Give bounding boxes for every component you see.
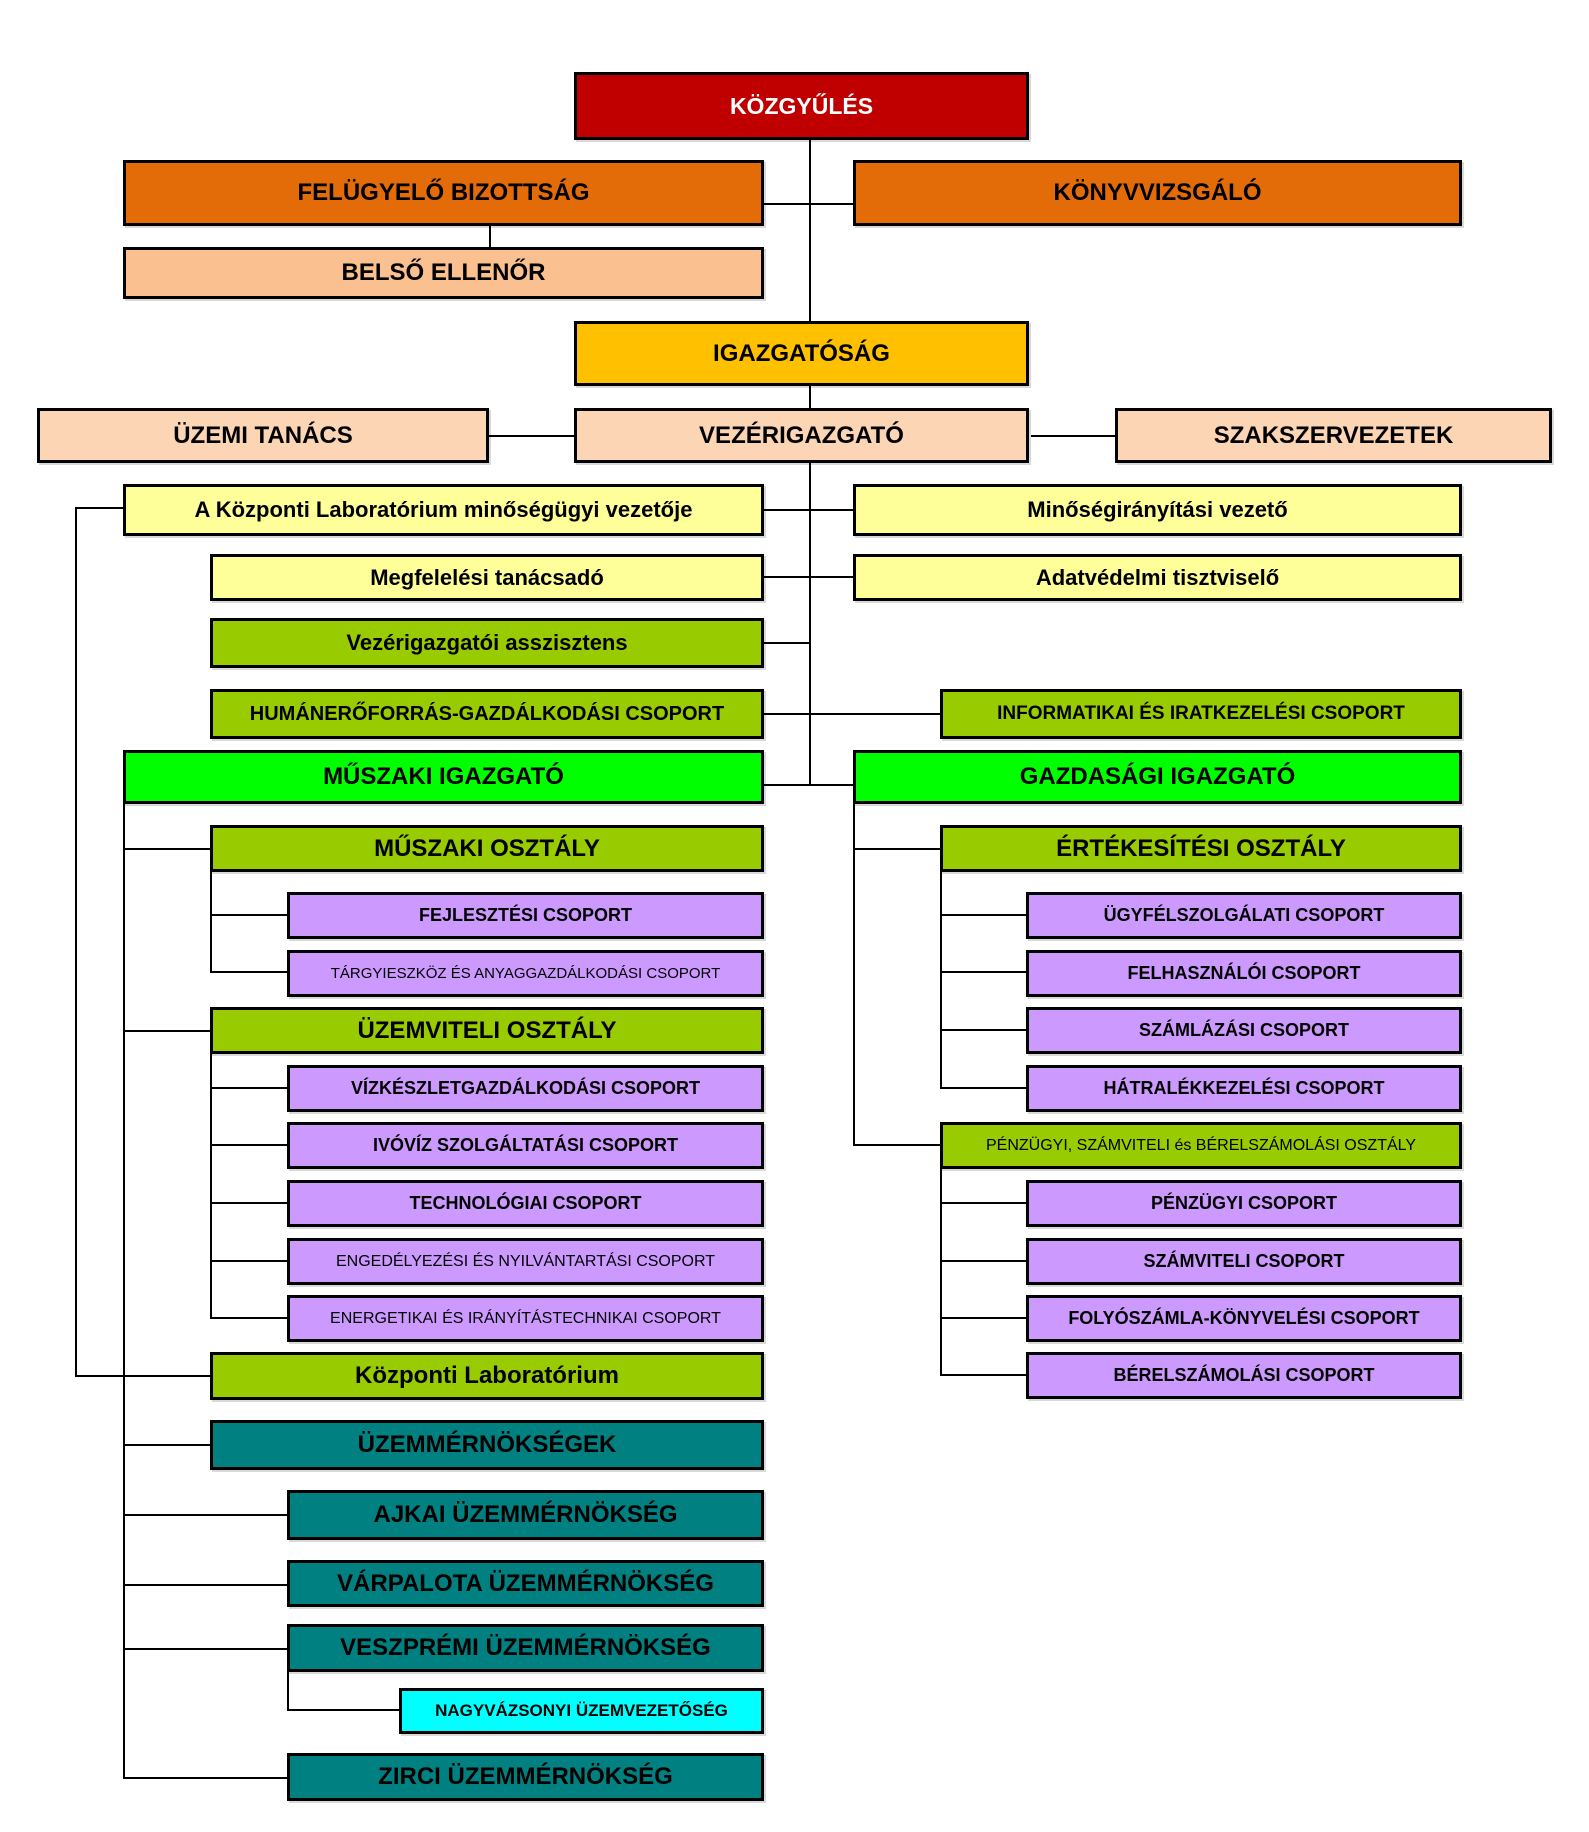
- humaneroforras-box: HUMÁNERŐFORRÁS-GAZDÁLKODÁSI CSOPORT: [210, 689, 764, 739]
- connector: [210, 871, 212, 973]
- connector: [210, 914, 288, 916]
- connector: [489, 225, 491, 250]
- connector: [123, 1648, 288, 1650]
- connector: [763, 203, 854, 205]
- connector: [940, 1260, 1026, 1262]
- energetikai-csoport-box: ENERGETIKAI ÉS IRÁNYÍTÁSTECHNIKAI CSOPOR…: [287, 1295, 764, 1342]
- kozponti-lab-minosegugyi-box: A Központi Laboratórium minőségügyi veze…: [123, 484, 764, 536]
- informatikai-box: INFORMATIKAI ÉS IRATKEZELÉSI CSOPORT: [940, 689, 1462, 739]
- connector: [853, 1144, 941, 1146]
- connector: [940, 1167, 942, 1376]
- connector: [940, 971, 1026, 973]
- megfelelesi-tanacsado-box: Megfelelési tanácsadó: [210, 554, 764, 601]
- connector: [210, 1260, 288, 1262]
- fejlesztesi-csoport-box: FEJLESZTÉSI CSOPORT: [287, 892, 764, 939]
- belso-ellenor-box: BELSŐ ELLENŐR: [123, 247, 764, 299]
- connector: [763, 713, 942, 715]
- connector: [75, 507, 77, 1377]
- connector: [210, 1053, 212, 1319]
- uzemmernoksegek-box: ÜZEMMÉRNÖKSÉGEK: [210, 1420, 764, 1470]
- technologiai-csoport-box: TECHNOLÓGIAI CSOPORT: [287, 1180, 764, 1227]
- ugyfelszolgalati-csoport-box: ÜGYFÉLSZOLGÁLATI CSOPORT: [1026, 892, 1462, 939]
- ivoviz-csoport-box: IVÓVÍZ SZOLGÁLTATÁSI CSOPORT: [287, 1122, 764, 1169]
- uzemviteli-osztaly-box: ÜZEMVITELI OSZTÁLY: [210, 1007, 764, 1054]
- igazgatosag-box: IGAZGATÓSÁG: [574, 321, 1029, 386]
- ertekesitesi-osztaly-box: ÉRTÉKESÍTÉSI OSZTÁLY: [940, 825, 1462, 872]
- veszpremi-uzemmernokseg-box: VESZPRÉMI ÜZEMMÉRNÖKSÉG: [287, 1624, 764, 1672]
- connector: [123, 1444, 210, 1446]
- berelszamolasi-csoport-box: BÉRELSZÁMOLÁSI CSOPORT: [1026, 1352, 1462, 1399]
- vezerigazgato-box: VEZÉRIGAZGATÓ: [574, 408, 1029, 463]
- vezerigazgatoi-asszisztens-box: Vezérigazgatói asszisztens: [210, 618, 764, 668]
- connector: [940, 914, 1026, 916]
- connector: [123, 848, 210, 850]
- felugyelo-bizottsag-box: FELÜGYELŐ BIZOTTSÁG: [123, 160, 764, 226]
- nagyvazsonyi-uzemvezetoseg-box: NAGYVÁZSONYI ÜZEMVEZETŐSÉG: [399, 1688, 764, 1734]
- ajkai-uzemmernokseg-box: AJKAI ÜZEMMÉRNÖKSÉG: [287, 1490, 764, 1540]
- connector: [940, 1374, 1026, 1376]
- connector: [287, 1709, 399, 1711]
- szakszervezetek-box: SZAKSZERVEZETEK: [1115, 408, 1552, 463]
- hatralekkezelesi-csoport-box: HÁTRALÉKKEZELÉSI CSOPORT: [1026, 1065, 1462, 1112]
- engedelyezesi-csoport-box: ENGEDÉLYEZÉSI ÉS NYILVÁNTARTÁSI CSOPORT: [287, 1238, 764, 1285]
- connector: [123, 802, 125, 1779]
- folyoszamla-csoport-box: FOLYÓSZÁMLA-KÖNYVELÉSI CSOPORT: [1026, 1295, 1462, 1342]
- connector: [853, 802, 855, 1146]
- penzugyi-csoport-box: PÉNZÜGYI CSOPORT: [1026, 1180, 1462, 1227]
- felhasznaloi-csoport-box: FELHASZNÁLÓI CSOPORT: [1026, 950, 1462, 997]
- connector: [940, 1317, 1026, 1319]
- connector: [763, 509, 854, 511]
- connector: [763, 642, 810, 644]
- konyvvizsgalo-box: KÖNYVVIZSGÁLÓ: [853, 160, 1462, 226]
- kozponti-laboratorium-box: Központi Laboratórium: [210, 1352, 764, 1400]
- zirci-uzemmernokseg-box: ZIRCI ÜZEMMÉRNÖKSÉG: [287, 1753, 764, 1801]
- connector: [123, 1777, 288, 1779]
- connector: [75, 1375, 210, 1377]
- connector: [210, 1202, 288, 1204]
- gazdasagi-igazgato-box: GAZDASÁGI IGAZGATÓ: [853, 750, 1462, 804]
- connector: [287, 1671, 289, 1711]
- minosegiranyitasi-vezeto-box: Minőségirányítási vezető: [853, 484, 1462, 536]
- connector: [940, 1202, 1026, 1204]
- muszaki-osztaly-box: MŰSZAKI OSZTÁLY: [210, 825, 764, 872]
- connector: [210, 1317, 288, 1319]
- connector: [940, 871, 942, 1089]
- szamlazasi-csoport-box: SZÁMLÁZÁSI CSOPORT: [1026, 1007, 1462, 1054]
- szamviteli-csoport-box: SZÁMVITELI CSOPORT: [1026, 1238, 1462, 1285]
- connector: [1031, 435, 1117, 437]
- connector: [763, 784, 854, 786]
- connector: [940, 1087, 1026, 1089]
- vizkeszlet-csoport-box: VÍZKÉSZLETGAZDÁLKODÁSI CSOPORT: [287, 1065, 764, 1112]
- connector: [75, 507, 125, 509]
- connector: [210, 971, 288, 973]
- muszaki-igazgato-box: MŰSZAKI IGAZGATÓ: [123, 750, 764, 804]
- connector: [940, 1029, 1026, 1031]
- kozgyules-box: KÖZGYŰLÉS: [574, 72, 1029, 140]
- connector: [763, 576, 854, 578]
- connector: [853, 848, 941, 850]
- connector: [210, 1087, 288, 1089]
- uzemi-tanacs-box: ÜZEMI TANÁCS: [37, 408, 489, 463]
- connector: [123, 1030, 210, 1032]
- connector: [488, 435, 577, 437]
- penzugyi-osztaly-box: PÉNZÜGYI, SZÁMVITELI és BÉRELSZÁMOLÁSI O…: [940, 1122, 1462, 1169]
- connector: [210, 1144, 288, 1146]
- targyieszkoz-csoport-box: TÁRGYIESZKÖZ ÉS ANYAGGAZDÁLKODÁSI CSOPOR…: [287, 950, 764, 997]
- connector: [123, 1584, 288, 1586]
- adatvedelmi-tisztviselo-box: Adatvédelmi tisztviselő: [853, 554, 1462, 601]
- varpalota-uzemmernokseg-box: VÁRPALOTA ÜZEMMÉRNÖKSÉG: [287, 1560, 764, 1607]
- connector: [123, 1514, 288, 1516]
